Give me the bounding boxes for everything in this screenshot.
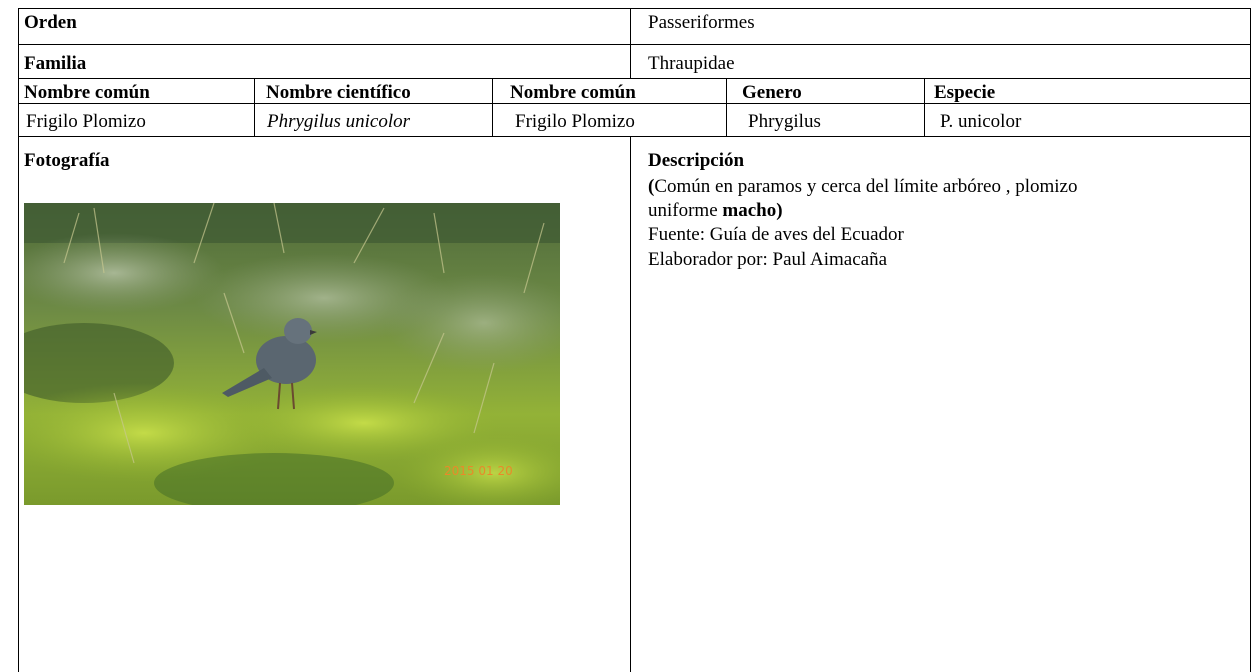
photo-date-stamp: 2015 01 20 [444,464,513,478]
table-rule-col4 [924,78,925,137]
value-nombre-comun-1: Frigilo Plomizo [26,111,146,132]
fotografia-label: Fotografía [24,150,110,171]
descripcion-macho: macho [722,200,777,221]
familia-value: Thraupidae [648,53,735,74]
descripcion-fuente: Fuente: Guía de aves del Ecuador [648,224,904,245]
table-rule-row3 [18,103,1251,104]
descripcion-text-2: uniforme [648,200,723,221]
descripcion-open-paren: ( [648,176,655,197]
orden-value: Passeriformes [648,12,755,33]
familia-label: Familia [24,53,87,74]
bird-figure [222,318,317,410]
species-record-table: Orden Passeriformes Familia Thraupidae N… [18,8,1251,672]
value-genero: Phrygilus [748,111,821,132]
value-nombre-comun-2: Frigilo Plomizo [515,111,635,132]
table-rule-center-lower [630,136,631,672]
orden-label: Orden [24,12,77,33]
header-genero: Genero [742,82,802,103]
table-rule-row1 [18,44,1251,45]
table-border-left [18,8,19,672]
table-rule-center [630,8,631,79]
table-rule-row2 [18,78,1251,79]
table-rule-col2 [492,78,493,137]
descripcion-elaborador: Elaborador por: Paul Aimacaña [648,249,888,270]
descripcion-label: Descripción [648,150,745,171]
descripcion-line1: (Común en paramos y cerca del límite arb… [648,176,1077,198]
descripcion-line2: uniforme macho) [648,200,783,222]
header-nombre-comun-2: Nombre común [510,82,636,103]
table-rule-col3 [726,78,727,137]
descripcion-text-1: Común en paramos y cerca del límite arbó… [654,176,1078,197]
header-nombre-cientifico: Nombre científico [266,82,411,103]
table-rule-row4 [18,136,1251,137]
header-nombre-comun-1: Nombre común [24,82,150,103]
table-border-top [18,8,1251,9]
table-rule-col1 [254,78,255,137]
bird-photo: 2015 01 20 [24,203,560,505]
value-nombre-cientifico: Phrygilus unicolor [267,111,411,132]
header-especie: Especie [934,82,996,103]
value-especie: P. unicolor [940,111,1022,132]
descripcion-close-paren: ) [776,200,783,221]
